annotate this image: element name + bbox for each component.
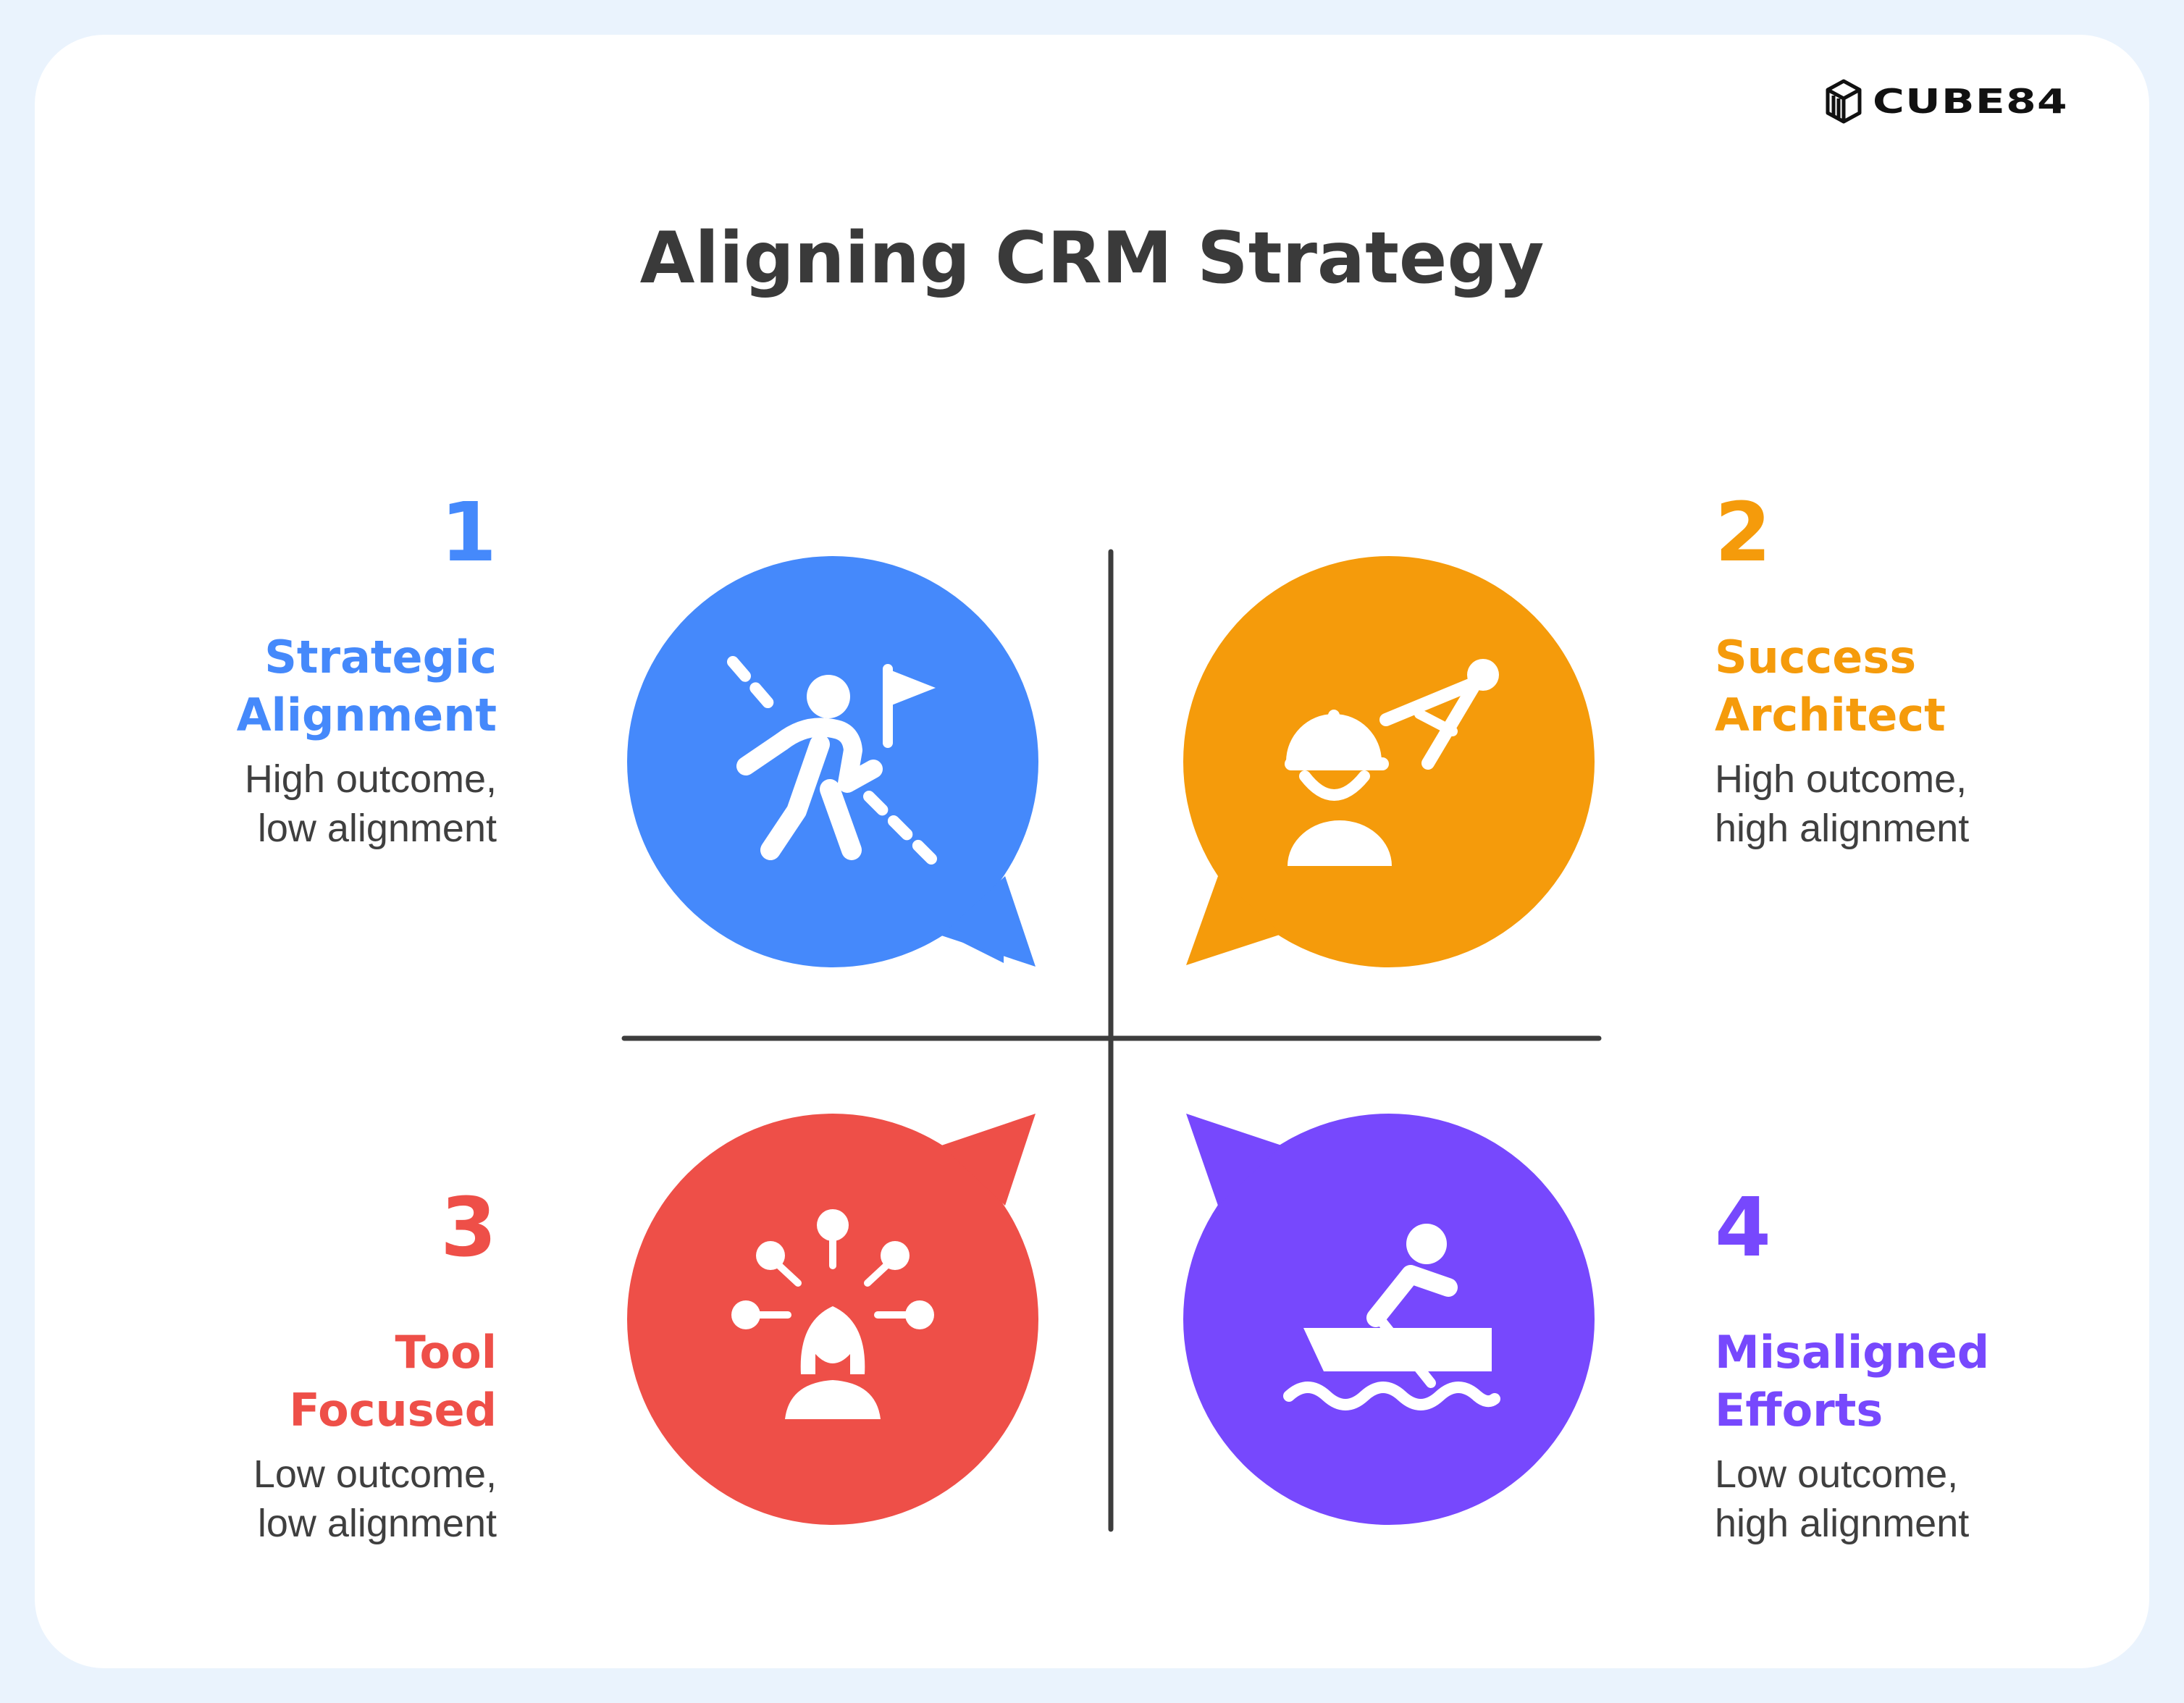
bubble-1 [627, 556, 1038, 967]
bubble-2 [1183, 556, 1595, 967]
quadrant-description: High outcome, high alignment [1715, 757, 1970, 850]
page-title: Aligning CRM Strategy [639, 217, 1545, 300]
quadrant-label: Strategic Alignment [236, 631, 497, 741]
infographic-card [35, 35, 2149, 1668]
cube-lines-icon [1826, 79, 1862, 124]
person-rowing-boat-icon [1283, 1224, 1500, 1410]
quadrant-number: 1 [440, 486, 497, 580]
bubble-4 [1183, 1114, 1595, 1525]
quadrant-1-text: 1 Strategic Alignment High outcome, low … [207, 492, 497, 853]
quadrant-2-text: 2 Success Architect High outcome, high a… [1715, 492, 2019, 853]
quadrant-3-text: 3 Tool Focused Low outcome, low alignmen… [207, 1187, 497, 1548]
brand-logo: CUBE84 [1825, 78, 2067, 125]
person-walking-to-flag-icon [727, 656, 937, 865]
brand-name: CUBE84 [1873, 82, 2068, 121]
person-with-connections-icon [731, 1209, 934, 1419]
engineer-with-compass-icon [1285, 659, 1499, 866]
quadrant-label: Success Architect [1715, 631, 1946, 741]
quadrant-number: 3 [440, 1181, 497, 1275]
quadrant-number: 2 [1715, 486, 1771, 580]
quadrant-number: 4 [1715, 1181, 1771, 1275]
quadrant-4-text: 4 Misaligned Efforts Low outcome, high a… [1715, 1187, 2019, 1548]
quadrant-description: Low outcome, high alignment [1715, 1452, 1970, 1545]
quadrant-description: Low outcome, low alignment [253, 1452, 497, 1545]
quadrant-label: Tool Focused [289, 1326, 497, 1437]
quadrant-label: Misaligned Efforts [1715, 1326, 1990, 1437]
quadrant-description: High outcome, low alignment [244, 757, 497, 850]
